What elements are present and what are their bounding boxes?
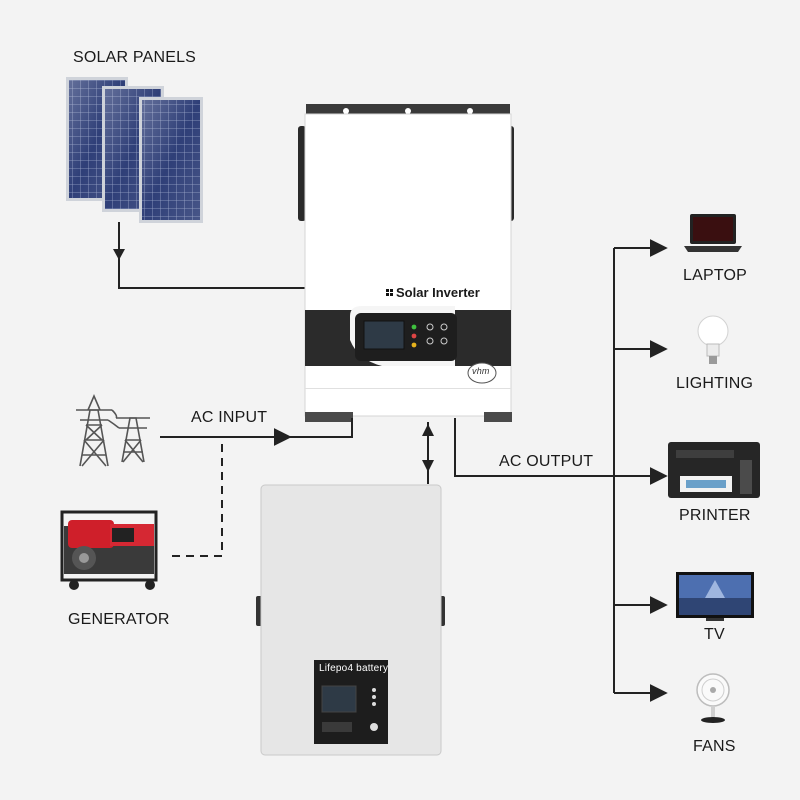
ac-input-label: AC INPUT xyxy=(191,409,268,426)
solar-connection-line xyxy=(113,222,305,289)
ac-output-lines xyxy=(454,239,668,702)
battery-connection-line xyxy=(422,422,434,484)
printer-label: PRINTER xyxy=(679,507,751,524)
inverter-title: Solar Inverter xyxy=(396,285,480,300)
power-tower-icon xyxy=(76,393,150,467)
inverter-brand-logo: vhm xyxy=(472,366,490,376)
solar-panel-icon xyxy=(66,77,203,223)
laptop-icon xyxy=(684,214,742,252)
lifepo4-battery xyxy=(256,484,445,756)
ac-output-label: AC OUTPUT xyxy=(499,453,594,470)
battery-title: Lifepo4 battery xyxy=(319,663,389,674)
generator-label: GENERATOR xyxy=(68,611,170,628)
laptop-label: LAPTOP xyxy=(683,267,748,284)
generator-icon xyxy=(60,510,158,590)
solar-panels-label: SOLAR PANELS xyxy=(73,49,197,66)
ac-input-lines xyxy=(160,418,353,557)
tv-icon xyxy=(676,572,754,621)
fans-label: FANS xyxy=(693,738,736,755)
solar-inverter xyxy=(298,104,514,422)
lighting-label: LIGHTING xyxy=(676,375,754,392)
tv-label: TV xyxy=(704,626,725,643)
printer-icon xyxy=(668,442,760,498)
fan-icon xyxy=(696,673,730,723)
light-bulb-icon xyxy=(697,315,729,364)
